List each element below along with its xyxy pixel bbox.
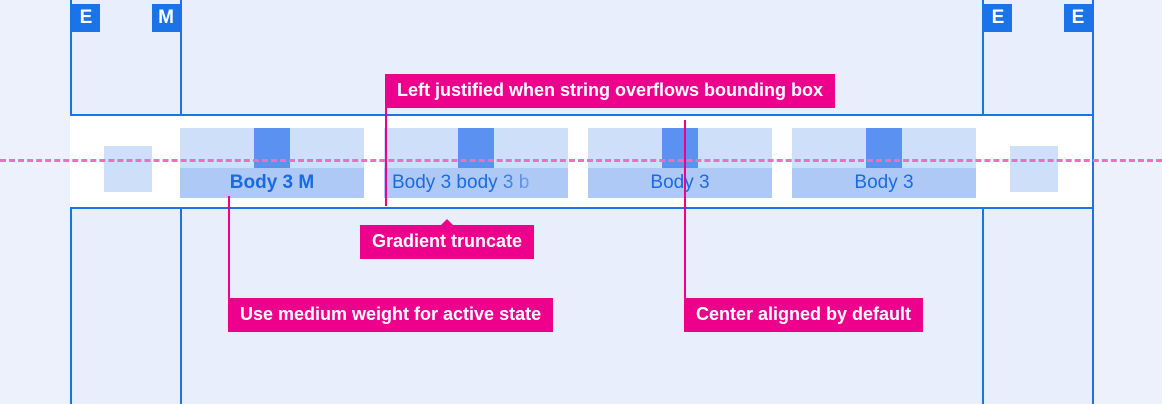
guide-line-right-outer xyxy=(1092,0,1094,404)
tab-label-4: Body 3 xyxy=(792,168,976,198)
callout-center-aligned: Center aligned by default xyxy=(684,298,924,332)
tab-icon-slot-1 xyxy=(180,128,364,168)
tab-label-1: Body 3 M xyxy=(180,168,364,198)
badge-e-left-outer: E xyxy=(72,4,100,32)
tab-item-1[interactable]: Body 3 M xyxy=(180,128,364,198)
tab-icon-3 xyxy=(662,128,698,168)
tab-icon-slot-4 xyxy=(792,128,976,168)
tab-icon-2 xyxy=(458,128,494,168)
badge-e-right-inner: E xyxy=(984,4,1012,32)
tab-item-2[interactable]: Body 3 body 3 b xyxy=(384,128,568,198)
callout-medium-weight: Use medium weight for active state xyxy=(228,298,554,332)
tab-icon-slot-2 xyxy=(384,128,568,168)
tab-icon-slot-3 xyxy=(588,128,772,168)
tab-icon-4 xyxy=(866,128,902,168)
connector-left-justified xyxy=(385,104,387,206)
connector-center-aligned xyxy=(684,120,686,298)
callout-gradient-truncate: Gradient truncate xyxy=(360,219,535,259)
canvas-gutter-right xyxy=(1092,0,1162,404)
tab-partial-right xyxy=(1010,146,1058,192)
callout-gradient-truncate-text: Gradient truncate xyxy=(372,231,523,251)
tab-item-3[interactable]: Body 3 xyxy=(588,128,772,198)
tab-label-3: Body 3 xyxy=(588,168,772,198)
tab-icon-1 xyxy=(254,128,290,168)
connector-medium-weight xyxy=(228,196,230,298)
tab-label-2: Body 3 body 3 b xyxy=(384,168,568,198)
callout-nub-icon xyxy=(441,219,454,225)
canvas-gutter-left xyxy=(0,0,70,404)
callout-left-justified: Left justified when string overflows bou… xyxy=(385,74,835,108)
tab-item-4[interactable]: Body 3 xyxy=(792,128,976,198)
tab-partial-left xyxy=(104,146,152,192)
badge-e-right-outer: E xyxy=(1064,4,1092,32)
center-baseline-guide xyxy=(0,159,1162,162)
badge-m-left-inner: M xyxy=(152,4,180,32)
